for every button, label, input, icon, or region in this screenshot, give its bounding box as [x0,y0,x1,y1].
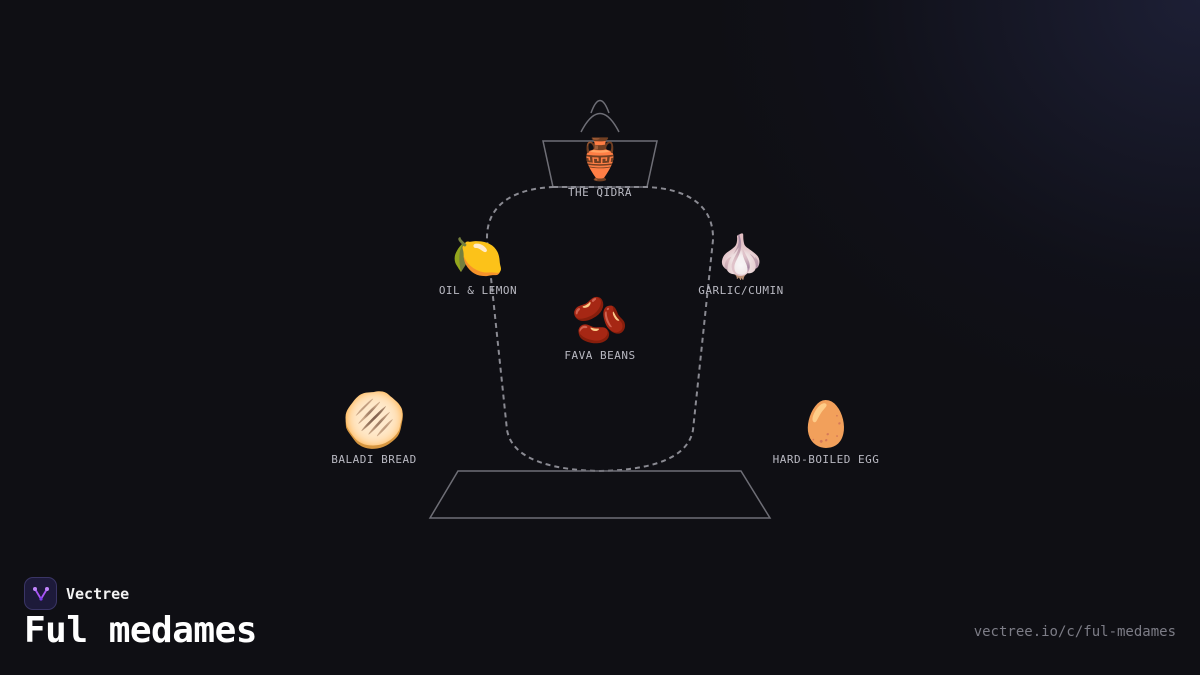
node-garlic-cumin[interactable]: 🧄 GARLIC/CUMIN [661,232,821,298]
page-title: Ful medames [24,610,257,651]
beans-icon: 🫘 [571,293,629,347]
garlic-icon: 🧄 [714,232,768,281]
node-qidra-label: THE QIDRA [567,186,633,199]
vectree-logo-icon [24,577,57,610]
lid-knob [590,99,610,114]
brand-name: Vectree [66,584,130,603]
node-qidra[interactable]: 🏺 THE QIDRA [520,140,680,199]
page-url[interactable]: vectree.io/c/ful-medames [973,624,1176,640]
node-oil-lemon[interactable]: 🍋 OIL & LEMON [398,232,558,298]
node-egg-label: HARD-BOILED EGG [772,453,880,466]
node-garlic-cumin-label: GARLIC/CUMIN [698,284,784,297]
node-hard-boiled-egg[interactable]: 🥚 HARD-BOILED EGG [746,399,906,467]
brand[interactable]: Vectree [24,577,129,610]
pot-base [428,470,772,519]
egg-icon: 🥚 [798,399,854,450]
node-baladi-bread-label: BALADI BREAD [331,453,417,466]
amphora-icon: 🏺 [575,137,625,183]
flatbread-icon: 🫓 [341,391,407,451]
node-oil-lemon-label: OIL & LEMON [438,284,518,297]
lid-handle [580,112,620,133]
node-baladi-bread[interactable]: 🫓 BALADI BREAD [294,395,454,466]
node-fava-beans[interactable]: 🫘 FAVA BEANS [520,297,680,362]
node-fava-beans-label: FAVA BEANS [564,349,636,362]
lemon-icon: 🍋 [451,232,505,281]
